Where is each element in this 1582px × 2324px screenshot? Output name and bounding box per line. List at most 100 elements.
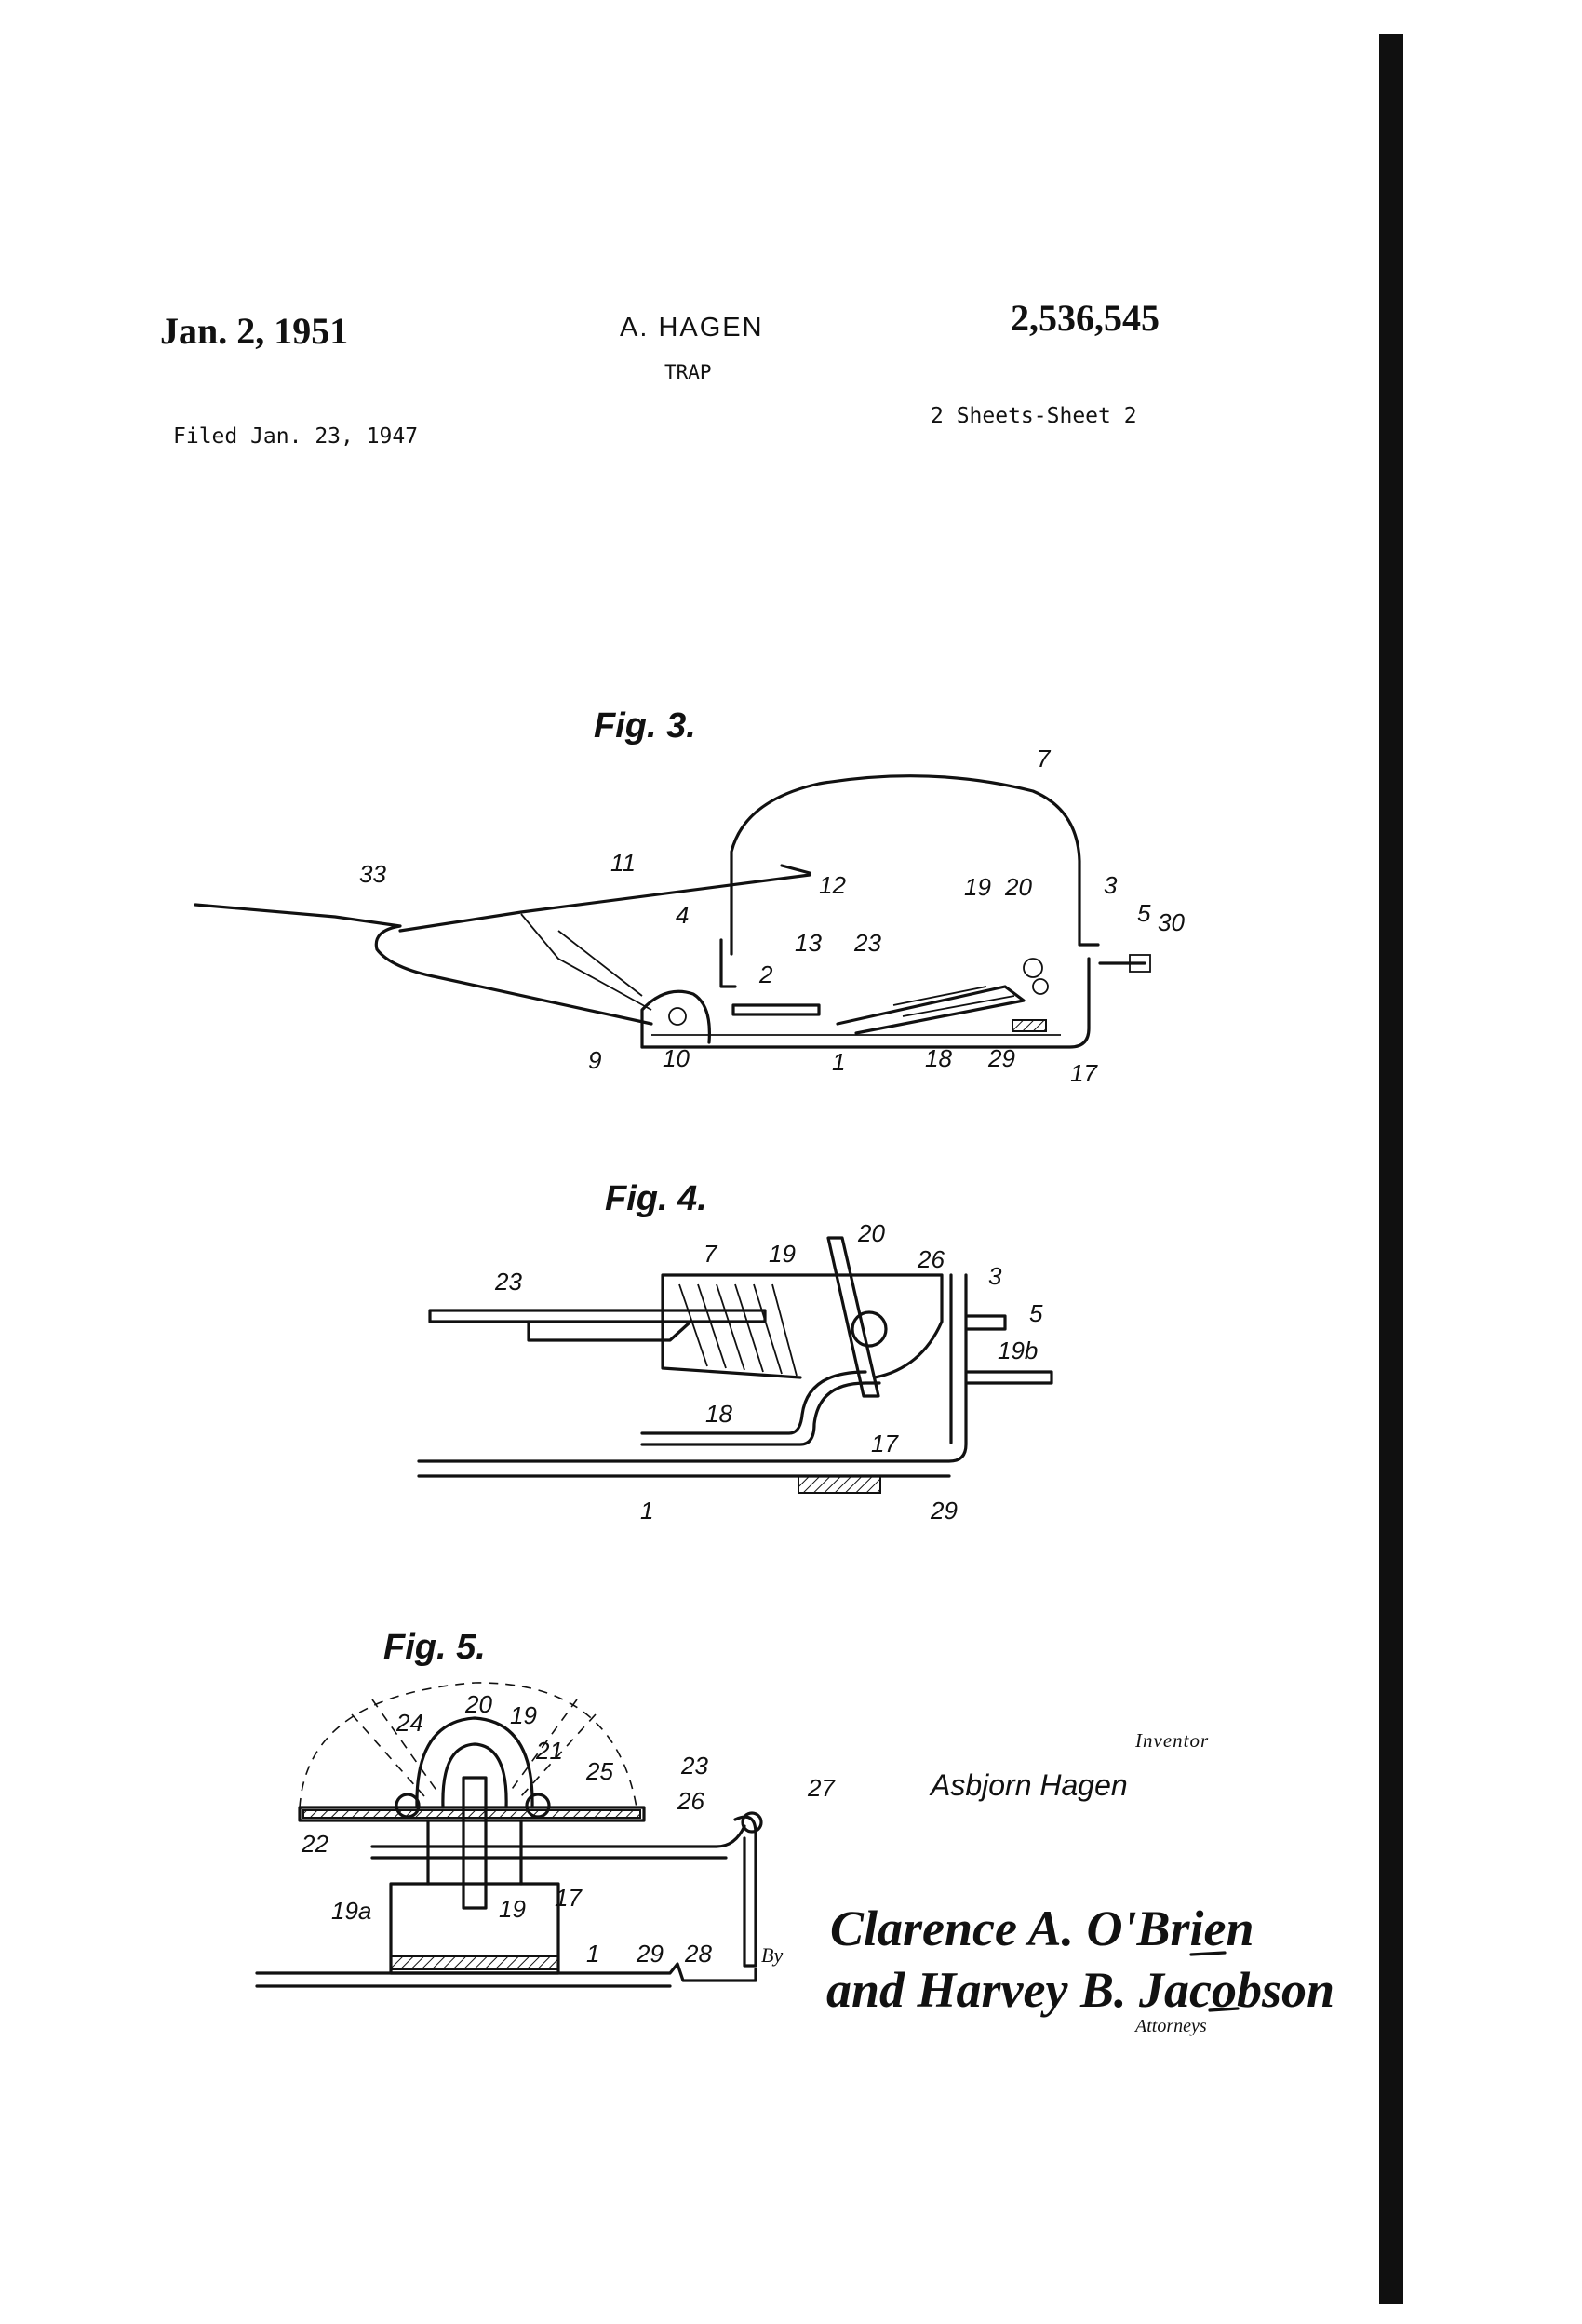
fig4-ref: 23 bbox=[494, 1268, 522, 1296]
fig5-platform-23 bbox=[298, 1806, 646, 1822]
fig3-ref: 29 bbox=[987, 1044, 1015, 1072]
fig3-latch-pin bbox=[1032, 978, 1049, 995]
fig4-ref: 1 bbox=[640, 1497, 653, 1525]
fig3-title: Fig. 3. bbox=[594, 706, 696, 746]
fig4-pivot-26 bbox=[851, 1310, 888, 1348]
fig4-ref: 26 bbox=[917, 1245, 945, 1273]
fig4-bail-7 bbox=[661, 1273, 944, 1379]
fig5-ref: 29 bbox=[636, 1940, 664, 1968]
fig4-ref: 3 bbox=[988, 1262, 1002, 1290]
fig4-ref: 5 bbox=[1029, 1299, 1043, 1327]
fig5-base-29 bbox=[255, 1962, 757, 1988]
by-label: By bbox=[761, 1943, 784, 1967]
fig5-latch-20-inner bbox=[441, 1742, 508, 1809]
fig3-ref: 10 bbox=[663, 1044, 690, 1072]
fig5-ref: 20 bbox=[464, 1690, 492, 1718]
fig5-swing-arc bbox=[299, 1682, 637, 1808]
scan-edge-bar bbox=[1379, 34, 1403, 2304]
fig5-stem-19 bbox=[462, 1776, 488, 1910]
fig5-ref: 21 bbox=[535, 1737, 563, 1765]
fig5-bar-26 bbox=[370, 1824, 746, 1860]
fig4-bail-shading bbox=[678, 1283, 798, 1377]
fig5-latch-20 bbox=[415, 1716, 534, 1809]
fig4-ref: 20 bbox=[857, 1219, 885, 1247]
inventor-header: A. HAGEN bbox=[620, 313, 764, 343]
fig5-ref: 24 bbox=[396, 1709, 423, 1737]
fig4-trigger-support bbox=[527, 1320, 690, 1342]
fig5-title: Fig. 5. bbox=[383, 1628, 486, 1667]
fig3-ref: 30 bbox=[1158, 908, 1185, 936]
fig5-platform-hatch bbox=[302, 1809, 641, 1819]
fig5-ref: 26 bbox=[677, 1787, 704, 1815]
fig3-plate-13 bbox=[731, 1003, 821, 1016]
fig3-ref: 18 bbox=[925, 1044, 952, 1072]
signature-line2: and Harvey B. Jacobson bbox=[826, 1962, 1334, 2018]
fig5-post-28 bbox=[733, 1815, 757, 1968]
inventor-name: Asbjorn Hagen bbox=[931, 1768, 1128, 1802]
fig3-ref: 7 bbox=[1037, 745, 1052, 772]
fig5-ref: 22 bbox=[301, 1830, 328, 1858]
fig3-ref: 12 bbox=[819, 871, 846, 899]
fig4-spring-17 bbox=[640, 1381, 881, 1446]
fig3-ref: 4 bbox=[676, 901, 689, 929]
fig3-long-arm-33 bbox=[194, 903, 653, 1026]
fig3-trigger-detail bbox=[892, 986, 1015, 1017]
fig5-ref: 1 bbox=[586, 1940, 599, 1968]
patent-title: TRAP bbox=[664, 361, 712, 383]
fig4-trigger-23 bbox=[428, 1309, 767, 1323]
fig3-latch-20 bbox=[1023, 958, 1043, 978]
fig4-latch-20 bbox=[826, 1236, 880, 1398]
attorney-signature: Clarence A. O'Brien and Harvey B. Jacobs… bbox=[826, 1901, 1334, 2018]
fig5-hook-27 bbox=[741, 1811, 763, 1834]
fig5-ref: 17 bbox=[555, 1884, 583, 1912]
fig3-bail-7 bbox=[730, 774, 1100, 956]
fig3-ref: 1 bbox=[832, 1048, 845, 1076]
fig4-group: Fig. 4. 20 7 19 26 3 2 bbox=[417, 1179, 1053, 1525]
fig4-ref: 7 bbox=[704, 1240, 718, 1268]
fig3-base-plate bbox=[640, 957, 1091, 1049]
fig5-pivot-24 bbox=[395, 1793, 421, 1819]
fig3-ref: 9 bbox=[588, 1046, 601, 1074]
fig5-ref: 27 bbox=[807, 1774, 836, 1802]
fig4-pad-29 bbox=[798, 1475, 881, 1494]
fig3-ref: 17 bbox=[1070, 1059, 1098, 1087]
fig3-post-4 bbox=[719, 938, 737, 988]
signature-underline bbox=[1189, 1951, 1240, 2012]
fig4-ref: 29 bbox=[930, 1497, 958, 1525]
fig3-trigger-23 bbox=[836, 985, 1026, 1035]
fig5-group: Fig. 5. 20 bbox=[255, 1628, 836, 1988]
fig5-ref: 25 bbox=[585, 1757, 613, 1785]
fig4-ref: 19b bbox=[998, 1337, 1038, 1364]
fig3-ref: 19 bbox=[964, 873, 991, 901]
fig3-ref: 3 bbox=[1104, 871, 1118, 899]
fig3-ref: 33 bbox=[359, 860, 386, 888]
fig3-spring-11 bbox=[398, 873, 811, 933]
attorneys-label: Attorneys bbox=[1135, 2016, 1207, 2036]
fig3-pivot-block bbox=[640, 989, 711, 1049]
fig5-ref: 23 bbox=[680, 1752, 708, 1780]
patent-date: Jan. 2, 1951 bbox=[160, 310, 349, 352]
fig5-ref: 28 bbox=[684, 1940, 712, 1968]
fig3-rod-end-30 bbox=[1129, 954, 1151, 973]
fig3-ref: 23 bbox=[853, 929, 881, 957]
fig4-ref: 18 bbox=[705, 1400, 732, 1428]
signature-line1: Clarence A. O'Brien bbox=[830, 1901, 1254, 1956]
fig5-pivot-25 bbox=[525, 1793, 551, 1819]
patent-number: 2,536,545 bbox=[1011, 297, 1160, 339]
filed-date: Filed Jan. 23, 1947 bbox=[173, 424, 419, 449]
fig3-ref: 13 bbox=[795, 929, 822, 957]
fig5-ref: 19 bbox=[499, 1895, 526, 1923]
fig5-pad-1 bbox=[390, 1955, 559, 1970]
fig3-group: Fig. 3. 33 bbox=[194, 706, 1185, 1087]
fig3-ref: 2 bbox=[758, 960, 773, 988]
fig4-ref: 19 bbox=[769, 1240, 796, 1268]
fig4-title: Fig. 4. bbox=[605, 1179, 707, 1218]
sheet-count: 2 Sheets-Sheet 2 bbox=[931, 404, 1137, 428]
fig4-spring-17-inner bbox=[640, 1370, 867, 1435]
fig4-base-plate bbox=[417, 1273, 968, 1463]
fig3-ref: 20 bbox=[1004, 873, 1032, 901]
fig3-ref: 5 bbox=[1137, 899, 1151, 927]
fig3-pivot-pin bbox=[668, 1007, 687, 1026]
fig3-ref: 11 bbox=[610, 849, 636, 877]
